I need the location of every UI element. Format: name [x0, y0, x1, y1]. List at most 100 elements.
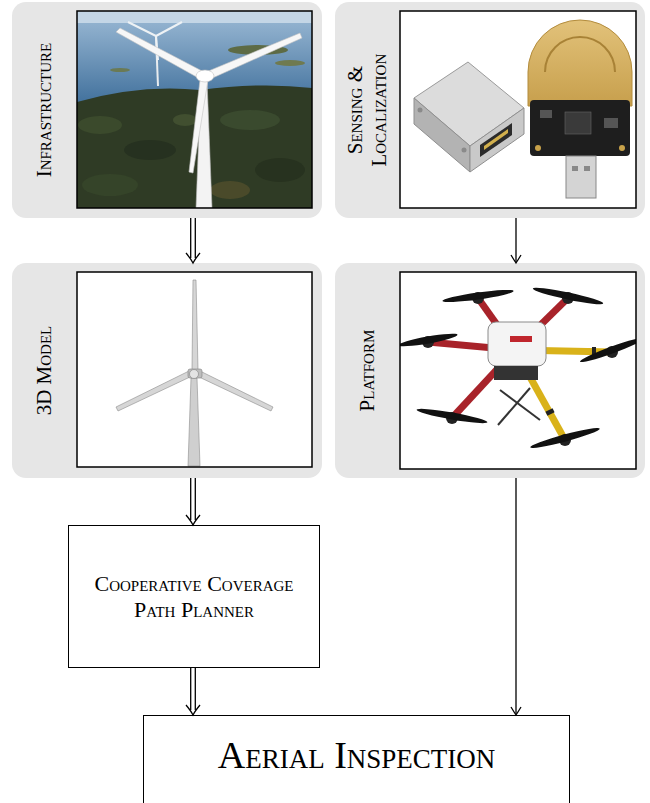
input-panel: Sensing & Localization [335, 2, 645, 218]
hexacopter-photo-part-part [416, 406, 488, 425]
wind-farm-photo-part-part [220, 110, 280, 130]
sensor-hardware-photo [400, 11, 636, 208]
sensor-hardware-photo-part-part [530, 100, 630, 156]
hexacopter-photo-part-part [442, 288, 514, 305]
arrow-head [186, 705, 200, 715]
arrow [511, 218, 521, 263]
box-label: Cooperative Coverage Path Planner [94, 571, 294, 622]
turbine-3d-model-part-part [116, 371, 190, 411]
sensor-hardware-photo-part-part [484, 129, 508, 150]
sensor-hardware-photo-part-part [566, 156, 596, 198]
hexacopter-photo-part-part [529, 425, 600, 450]
box-label: Aerial Inspection [218, 734, 496, 778]
turbine-3d-model-part-part [199, 371, 273, 411]
wind-farm-photo-part-part [206, 33, 302, 80]
sensor-hardware-photo-part [414, 20, 632, 198]
hexacopter-photo-part [400, 272, 636, 469]
turbine-3d-model-part-part [190, 370, 199, 379]
wind-farm-photo-part-part [110, 68, 130, 72]
input-panel: Infrastructure [12, 2, 322, 218]
arrow-shaft [195, 218, 196, 258]
arrow-head [511, 707, 521, 715]
wind-farm-photo-part-part [77, 11, 312, 208]
arrow-shaft [190, 478, 191, 520]
hexacopter-photo-part-part [494, 366, 538, 380]
wind-farm-photo-part-part [275, 60, 305, 66]
wind-farm-photo-part [77, 11, 312, 208]
wind-farm-photo-part-part [156, 22, 182, 36]
hexacopter-photo-part-part [488, 322, 546, 366]
wind-farm-photo-part-part [189, 80, 208, 173]
wind-farm-photo-part-part [77, 11, 312, 23]
hexacopter-photo-part-part [498, 388, 530, 425]
wind-farm-photo-part-part [124, 140, 176, 160]
panel-label: Sensing & Localization [343, 12, 391, 208]
turbine-3d-model-part [116, 280, 273, 466]
hexacopter-photo-part [400, 285, 636, 451]
wind-farm-photo-part [77, 11, 312, 208]
double-arrow [186, 668, 200, 715]
double-arrow [186, 218, 200, 263]
arrow [511, 478, 521, 715]
output-box: Aerial Inspection [143, 715, 570, 803]
hexacopter-photo [398, 272, 645, 469]
wind-farm-photo-part [77, 11, 312, 208]
wind-farm-photo-part-part [128, 22, 156, 36]
arrow-shaft [190, 218, 191, 258]
wind-farm-photo-part-part [173, 114, 197, 126]
wind-farm-photo-part-part [82, 174, 138, 196]
sensor-hardware-photo-part-part [462, 148, 467, 153]
sensor-hardware-photo-part-part [619, 145, 625, 151]
hexacopter-photo-part-part [510, 336, 532, 342]
turbine-3d-model-part-part [188, 378, 200, 466]
arrow-shaft [195, 668, 196, 710]
turbine-3d-model-part-part [188, 369, 202, 378]
sensor-hardware-photo-part [400, 11, 636, 208]
arrow-head [511, 255, 521, 263]
sensor-hardware-photo-part-part [565, 112, 591, 134]
wind-farm-photo-part-part [78, 116, 122, 134]
sensor-hardware-photo-part [400, 11, 636, 208]
panel-label: Platform [355, 273, 379, 468]
sensor-hardware-photo-part-part [572, 166, 578, 171]
sensor-hardware-photo-part-part [418, 108, 423, 113]
arrow-shaft [515, 478, 516, 714]
arrow-shaft [195, 478, 196, 520]
wind-farm-photo-part-part [156, 37, 158, 86]
arrow-head [186, 515, 200, 525]
arrow-head [186, 253, 200, 263]
sensor-hardware-photo-part-part [604, 118, 618, 128]
wind-farm-photo-part-part [196, 70, 214, 82]
sensor-hardware-photo-part-part [545, 37, 615, 72]
input-panel: 3D Model [12, 263, 322, 478]
wind-farm-photo-part-part [116, 28, 204, 80]
panel-label: Infrastructure [32, 12, 56, 208]
turbine-3d-model-part-part [192, 280, 198, 370]
arrow-shaft [190, 668, 191, 710]
wind-farm-photo-part-part [210, 181, 250, 199]
hexacopter-photo-part [400, 272, 636, 469]
sensor-hardware-photo-part-part [535, 145, 541, 151]
hexacopter-photo-part-part [549, 410, 551, 414]
sensor-hardware-photo-part-part [540, 110, 552, 118]
turbine-3d-model [77, 272, 312, 467]
arrow-shaft [515, 218, 516, 262]
sensor-hardware-photo-part-part [470, 108, 524, 172]
sensor-hardware-photo-part-part [414, 98, 470, 172]
hexacopter-photo-part-part [400, 331, 458, 348]
hexacopter-photo-part-part [579, 335, 636, 365]
process-box: Cooperative Coverage Path Planner [68, 525, 320, 668]
sensor-hardware-photo-part-part [480, 123, 512, 157]
turbine-3d-model-part [77, 272, 312, 467]
input-panel: Platform [335, 263, 645, 478]
double-arrow [186, 478, 200, 525]
sensor-hardware-photo-part-part [528, 20, 632, 106]
panel-label: 3D Model [32, 273, 56, 468]
hexacopter-photo-part-part [532, 285, 604, 307]
turbine-3d-model-part [77, 272, 312, 467]
wind-farm-photo [77, 11, 312, 208]
sensor-hardware-photo-part-part [584, 166, 590, 171]
wind-farm-photo-part-part [255, 158, 305, 182]
